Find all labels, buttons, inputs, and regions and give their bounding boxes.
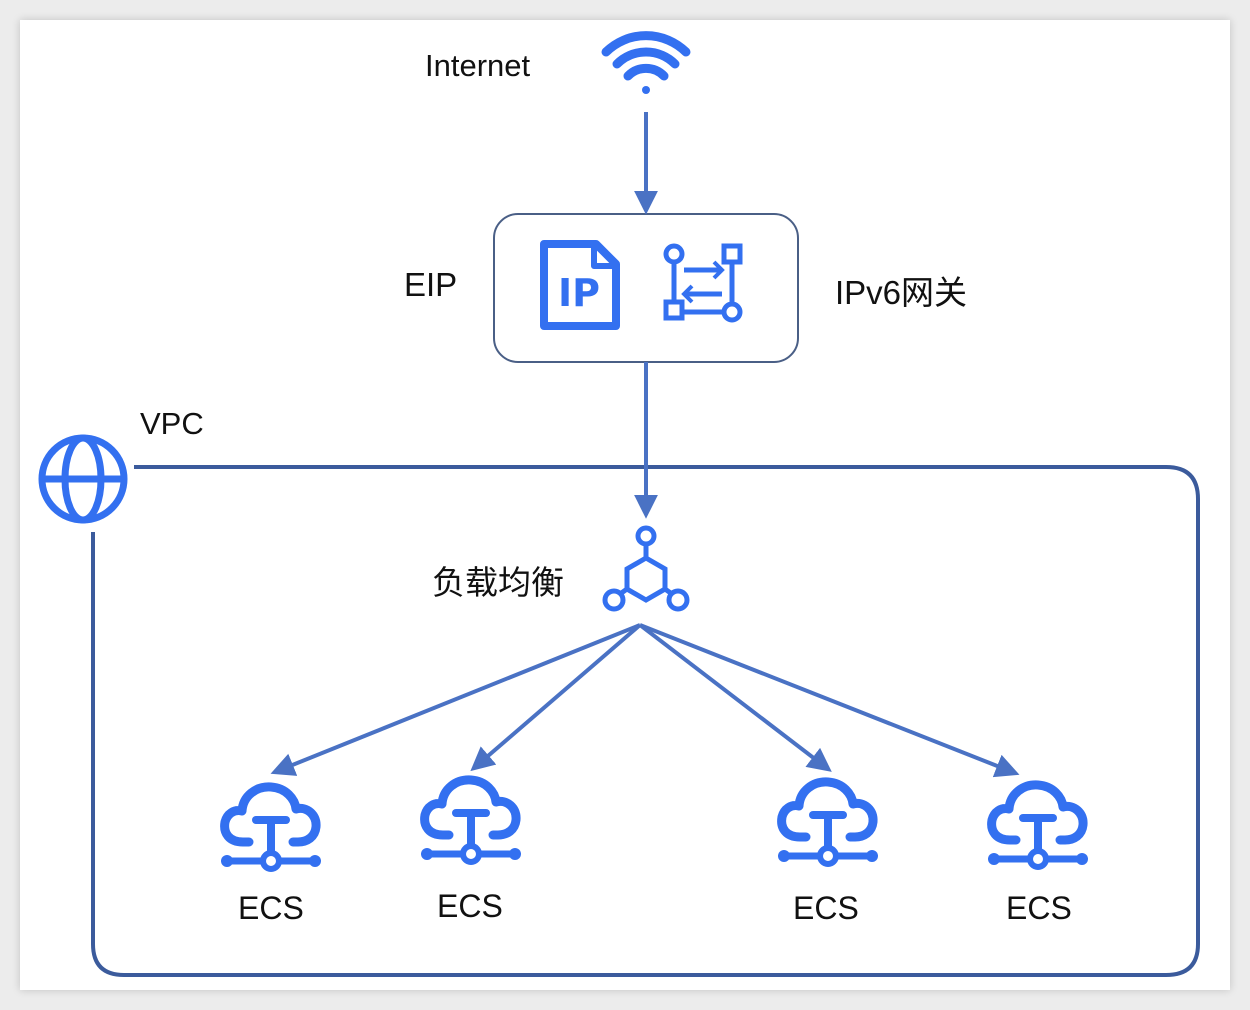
ecs-cloud-server-icon [777,777,878,867]
internet-label: Internet [425,48,531,83]
load-balancer-icon [602,525,690,612]
ecs-icons-group [220,775,1088,872]
connector-lb-to-ecs-4 [639,623,1020,778]
vpc-globe-icon [38,434,128,524]
ip-document-icon: IP [540,240,620,330]
load-balancer-label: 负载均衡 [432,564,564,601]
ecs-cloud-server-icon [220,782,321,872]
eip-gateway-box[interactable] [493,213,799,363]
connector-lb-to-ecs-1 [270,623,641,776]
connector-lb-to-ecs-2 [470,623,642,772]
ecs-label: ECS [1006,890,1072,926]
vpc-label: VPC [140,406,204,441]
connector-lb-to-ecs-3 [638,623,832,772]
ecs-cloud-server-icon [420,775,521,865]
ecs-label: ECS [437,888,503,924]
wifi-icon [601,31,691,94]
ipv6-gateway-icon [663,243,743,323]
ecs-label: ECS [793,890,859,926]
ipv6-gateway-label: IPv6网关 [835,274,968,311]
eip-label: EIP [404,266,458,303]
ip-document-text: IP [558,271,600,315]
ecs-label: ECS [238,890,304,926]
vpc-boundary [91,465,1200,977]
ecs-cloud-server-icon [987,780,1088,870]
